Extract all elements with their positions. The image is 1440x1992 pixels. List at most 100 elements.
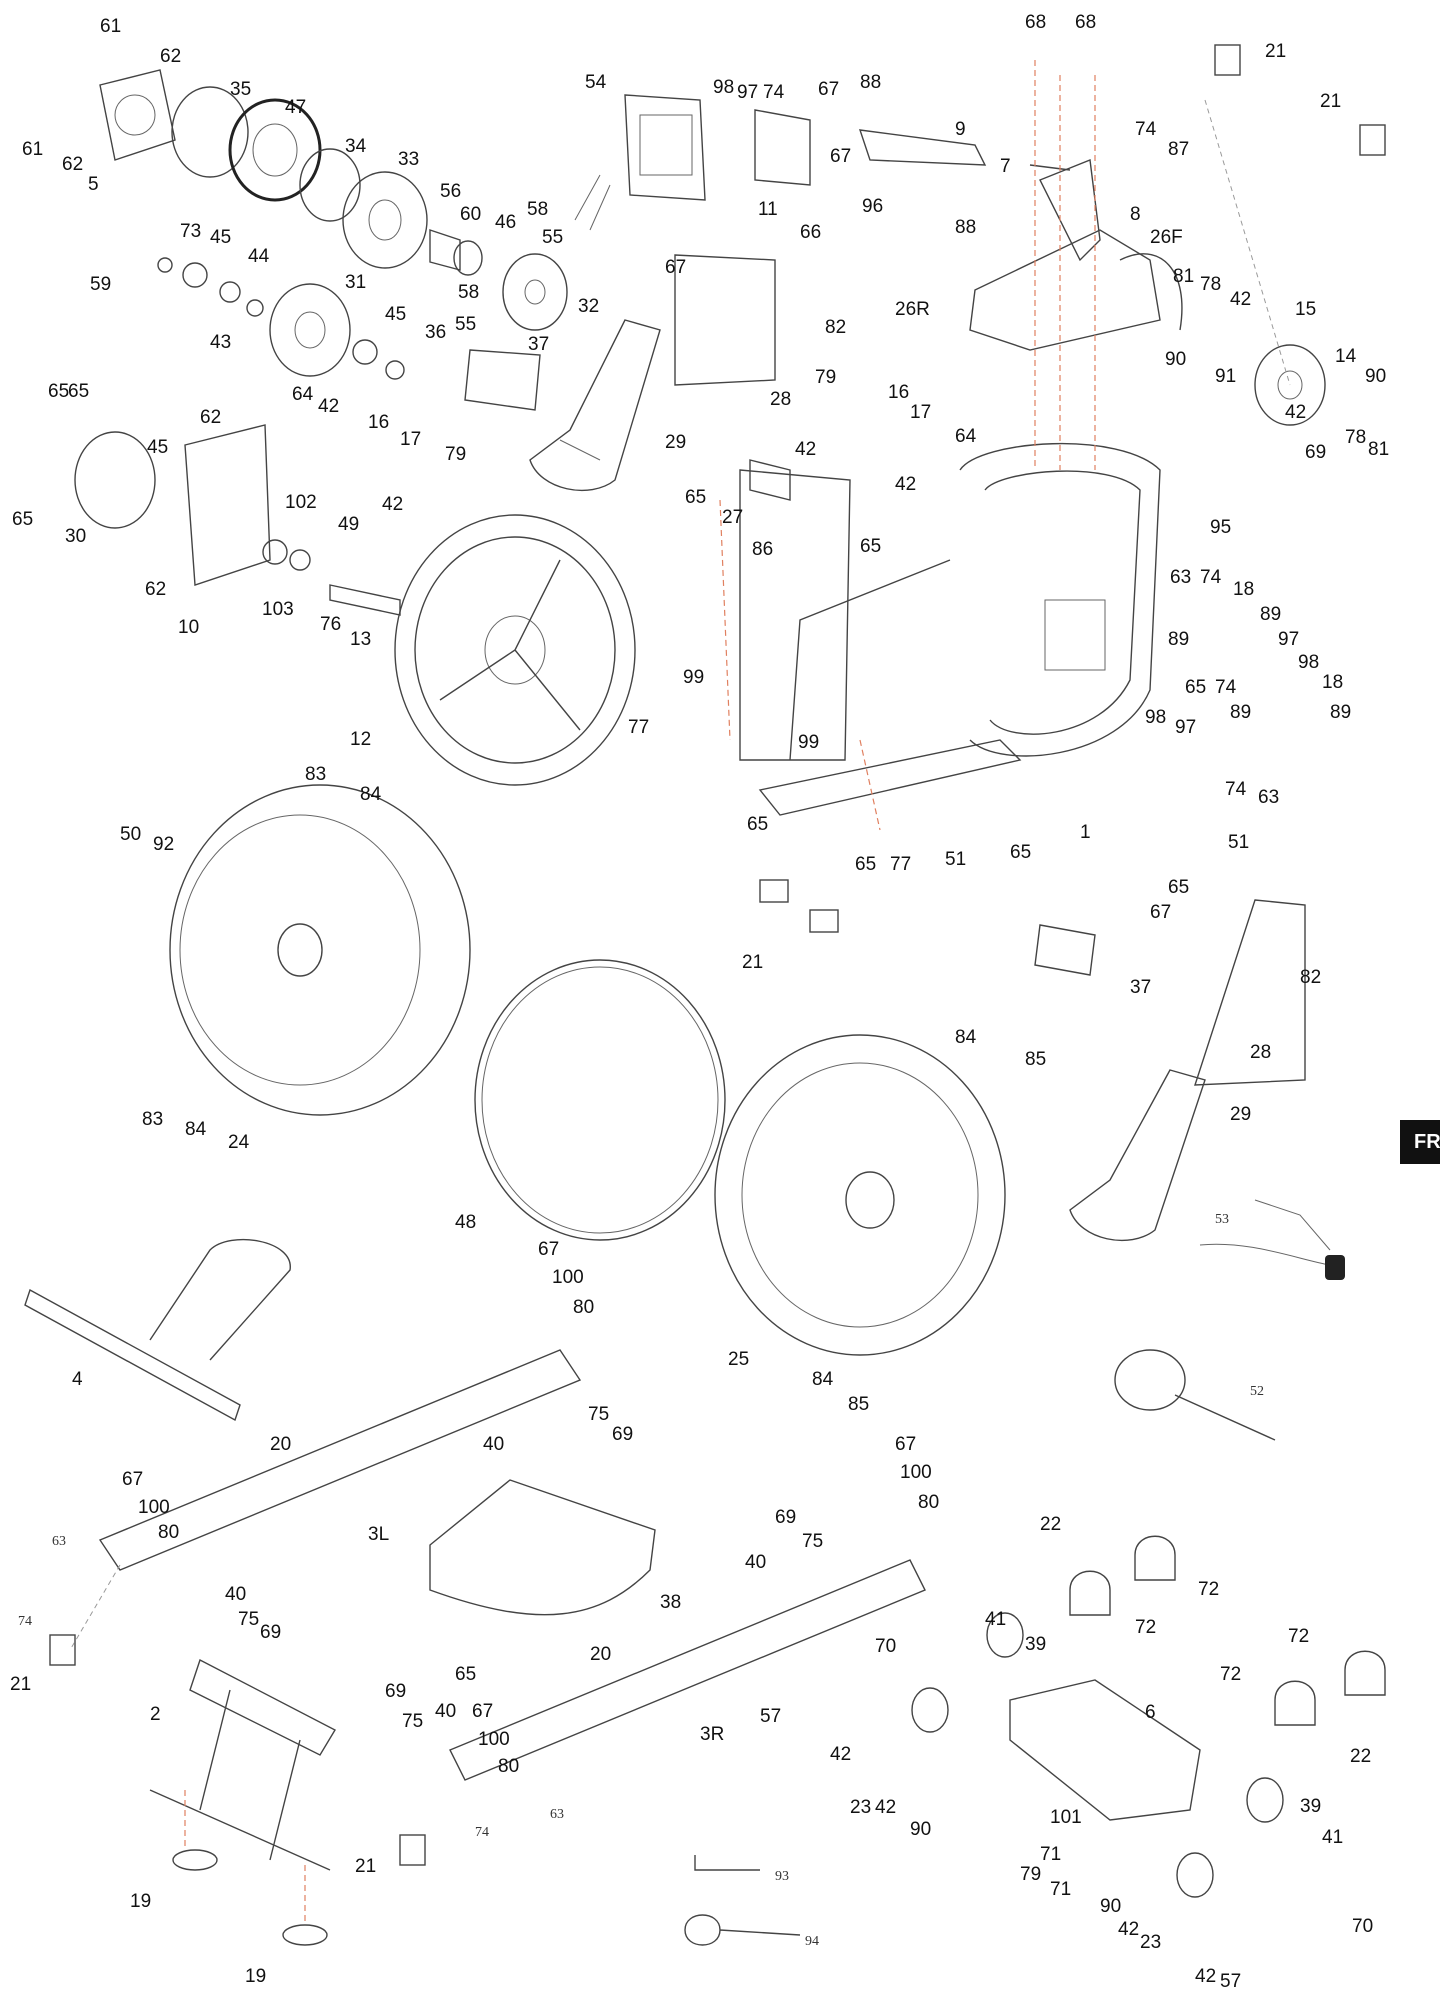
callout-32: 32 — [578, 296, 599, 317]
callout-75a: 75 — [588, 1404, 609, 1425]
callout-46: 46 — [495, 212, 516, 233]
callout-22b: 22 — [1350, 1746, 1371, 1767]
callout-100b: 100 — [138, 1497, 170, 1518]
callout-88b: 88 — [955, 217, 976, 238]
callout-40d: 40 — [435, 1701, 456, 1722]
callout-45a: 45 — [210, 227, 231, 248]
pedal-29-top — [529, 319, 661, 492]
callout-101: 101 — [1050, 1807, 1082, 1828]
callout-98c: 98 — [1145, 707, 1166, 728]
callout-100d: 100 — [478, 1729, 510, 1750]
callout-19b: 19 — [245, 1966, 266, 1987]
callout-44: 44 — [248, 246, 270, 267]
callout-40b: 40 — [225, 1584, 246, 1605]
callout-75d: 75 — [402, 1711, 423, 1732]
callout-2: 2 — [150, 1704, 161, 1725]
callout-63d: 63 — [550, 1807, 564, 1822]
pedal-29-lower — [1069, 1069, 1206, 1242]
callout-77a: 77 — [628, 717, 649, 738]
callout-69e: 69 — [385, 1681, 406, 1702]
callout-24: 24 — [228, 1132, 250, 1153]
callout-103: 103 — [262, 599, 294, 620]
callout-97b: 97 — [1278, 629, 1299, 650]
assembly-guides — [69, 60, 1291, 1925]
callout-42a: 42 — [1230, 289, 1251, 310]
callout-74g: 74 — [475, 1825, 489, 1840]
callout-63b: 63 — [1258, 787, 1279, 808]
callout-42d: 42 — [382, 494, 403, 515]
callout-20a: 20 — [270, 1434, 291, 1455]
callout-35: 35 — [230, 79, 251, 100]
bracket-37-lower — [1034, 924, 1096, 976]
callout-67h: 67 — [472, 1701, 493, 1722]
callout-82a: 82 — [825, 317, 846, 338]
callout-40a: 40 — [483, 1434, 504, 1455]
seat-frame-26 — [969, 229, 1183, 351]
callout-51b: 51 — [1228, 832, 1249, 853]
callout-65a: 65 — [48, 381, 69, 402]
callout-67a: 67 — [818, 79, 839, 100]
callout-41b: 41 — [1322, 1827, 1343, 1848]
callout-7: 7 — [1000, 156, 1011, 177]
callout-99a: 99 — [683, 667, 704, 688]
plate-86 — [739, 469, 851, 761]
stabilizer-4 — [24, 1238, 291, 1422]
callout-100a: 100 — [552, 1267, 584, 1288]
callout-20b: 20 — [590, 1644, 611, 1665]
tool-52 — [1114, 1349, 1276, 1441]
hub-33 — [342, 171, 428, 269]
callout-93: 93 — [775, 1869, 789, 1884]
callout-80b: 80 — [158, 1522, 179, 1543]
callout-89b: 89 — [1260, 604, 1281, 625]
main-frame-1 — [758, 442, 1161, 816]
callout-74b: 74 — [1135, 119, 1157, 140]
callout-50: 50 — [120, 824, 141, 845]
callout-48: 48 — [455, 1212, 476, 1233]
callout-102: 102 — [285, 492, 317, 513]
callout-43: 43 — [210, 332, 231, 353]
callout-40c: 40 — [745, 1552, 766, 1573]
callout-26R: 26R — [895, 299, 930, 320]
callout-3R: 3R — [700, 1724, 724, 1745]
callout-42f: 42 — [895, 474, 916, 495]
flange-32 — [502, 253, 568, 331]
callout-70a: 70 — [875, 1636, 896, 1657]
callout-79c: 79 — [1020, 1864, 1041, 1885]
callout-18b: 18 — [1322, 672, 1343, 693]
callout-42h: 42 — [875, 1797, 896, 1818]
callout-67d: 67 — [1150, 902, 1171, 923]
callout-12: 12 — [350, 729, 371, 750]
callout-78b: 78 — [1345, 427, 1366, 448]
callout-37b: 37 — [1130, 977, 1151, 998]
callout-94: 94 — [805, 1934, 819, 1949]
callout-18a: 18 — [1233, 579, 1254, 600]
callout-72c: 72 — [1288, 1626, 1309, 1647]
callout-15: 15 — [1295, 299, 1316, 320]
callout-8: 8 — [1130, 204, 1141, 225]
callout-49: 49 — [338, 514, 359, 535]
callout-72d: 72 — [1220, 1664, 1241, 1685]
callout-25: 25 — [728, 1349, 749, 1370]
callout-63a: 63 — [1170, 567, 1191, 588]
callout-3L: 3L — [368, 1524, 389, 1545]
shroud-25 — [714, 1034, 1006, 1356]
callout-16b: 16 — [888, 382, 909, 403]
callout-38: 38 — [660, 1592, 681, 1613]
plate-28-top — [674, 254, 776, 386]
bracket-37-top — [464, 349, 541, 411]
callout-65d: 65 — [685, 487, 706, 508]
callout-13: 13 — [350, 629, 371, 650]
callout-67b: 67 — [830, 146, 851, 167]
callout-45c: 45 — [147, 437, 168, 458]
callout-27: 27 — [722, 507, 743, 528]
callout-87: 87 — [1168, 139, 1189, 160]
callout-29a: 29 — [665, 432, 686, 453]
callout-34: 34 — [345, 136, 367, 157]
cable-53 — [1199, 1199, 1345, 1280]
callout-62c: 62 — [200, 407, 221, 428]
callout-81a: 81 — [1173, 266, 1194, 287]
callout-65f: 65 — [1185, 677, 1206, 698]
callout-36: 36 — [425, 322, 446, 343]
tools-93-94 — [684, 1855, 801, 1946]
callout-83b: 83 — [142, 1109, 163, 1130]
